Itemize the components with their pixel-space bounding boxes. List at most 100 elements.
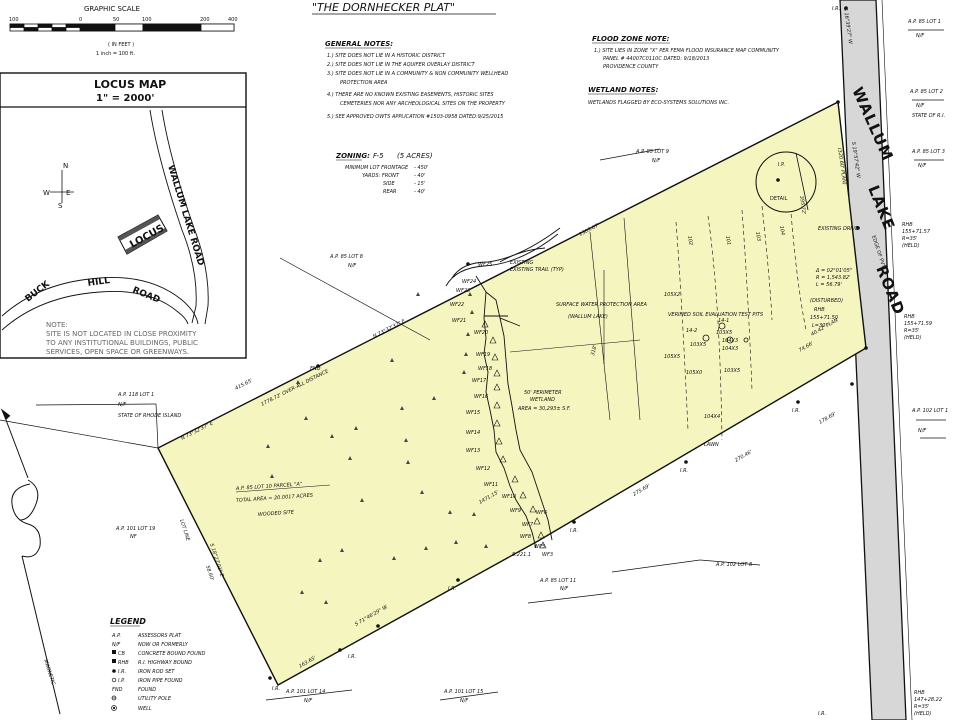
zoning-acres: (5 ACRES) bbox=[397, 152, 433, 160]
bound-label: 275.69' bbox=[632, 483, 651, 498]
locus-note-line: SERVICES, OPEN SPACE OR GREENWAYS. bbox=[46, 348, 189, 356]
site-label: LAWN bbox=[704, 442, 719, 448]
well-icon bbox=[111, 705, 117, 711]
ir-label: I.R. bbox=[570, 528, 578, 534]
scale-unit: ( IN FEET ) bbox=[108, 42, 134, 48]
test-pit-label: 103X5 bbox=[690, 342, 706, 348]
legend-code: RHB bbox=[118, 660, 129, 666]
parcel-line: WOODED SITE bbox=[258, 509, 295, 518]
locus-note-line: SITE IS NOT LOCATED IN CLOSE PROXIMITY bbox=[46, 330, 197, 338]
test-pit-label: 104X3 bbox=[722, 346, 738, 352]
graphic-scale: GRAPHIC SCALE 100 0 50 100 200 400 ( IN … bbox=[9, 5, 238, 57]
wetland-flag: WF22 bbox=[450, 302, 464, 308]
zoning-zone: F-5 bbox=[373, 152, 384, 160]
zoning-label: REAR bbox=[383, 189, 397, 195]
flood-zone-line: PROVIDENCE COUNTY bbox=[603, 64, 659, 70]
wetland-flag: WF17 bbox=[472, 378, 487, 384]
detail-circle: I.P. DETAIL bbox=[755, 151, 817, 213]
legend-desc: UTILITY POLE bbox=[138, 696, 172, 702]
zoning-value: - 40' bbox=[414, 173, 425, 179]
utility-pole-icon bbox=[111, 695, 117, 701]
test-pits: 14-1 14-2 103X5 103X5 105X5 105X2 105X0 … bbox=[664, 225, 786, 420]
abutter-label: A.P. 102 LOT 8 bbox=[715, 562, 752, 568]
bound-label: LOT LINE bbox=[178, 519, 191, 543]
trail bbox=[445, 227, 561, 287]
site-label: 50' PERIMETER bbox=[524, 390, 562, 396]
general-note-line: 3.) SITE DOES NOT LIE IN A COMMUNITY & N… bbox=[327, 71, 508, 77]
zoning-label: MINIMUM LOT FRONTAGE bbox=[345, 165, 409, 171]
ir-label: I.R. bbox=[448, 586, 456, 592]
legend-code: A.P. bbox=[111, 633, 121, 639]
general-notes: GENERAL NOTES: 1.) SITE DOES NOT LIE IN … bbox=[325, 40, 508, 120]
test-pit-label: 102 bbox=[686, 235, 694, 245]
legend-code: I.R. bbox=[118, 669, 126, 675]
parcel-line: A.P. 85 LOT 10 PARCEL "A" bbox=[235, 481, 303, 492]
site-label: EXISTING bbox=[510, 260, 534, 266]
rhb-held: (HELD) bbox=[904, 335, 922, 341]
abutter-nf: NF bbox=[130, 534, 137, 540]
parcel-boundary bbox=[157, 100, 867, 686]
locus-note-line: TO ANY INSTITUTIONAL BUILDINGS, PUBLIC bbox=[45, 339, 198, 347]
zoning-label: YARDS: FRONT bbox=[362, 173, 400, 179]
wetland-notes: WETLAND NOTES: WETLANDS FLAGGED BY ECO-S… bbox=[588, 86, 729, 106]
test-pit-label: 105X2 bbox=[664, 292, 680, 298]
wetland-flag: WF24 bbox=[462, 279, 476, 285]
wetland-boundary bbox=[475, 275, 553, 549]
test-pit-label: 104X4 bbox=[704, 414, 720, 420]
site-label: 318' bbox=[590, 344, 598, 356]
flood-zone-title: FLOOD ZONE NOTE: bbox=[592, 35, 670, 43]
legend-desc: FOUND bbox=[138, 687, 156, 693]
bound-label: 270.46' bbox=[734, 449, 753, 464]
iron-rod-markers bbox=[268, 6, 868, 680]
bound-label: 178.69' bbox=[818, 411, 837, 426]
wetland-flag: WF25 bbox=[478, 262, 492, 268]
scale-bar bbox=[9, 23, 235, 32]
legend-code: CB bbox=[118, 651, 125, 657]
wetland-flag: WF8 bbox=[520, 534, 531, 540]
legend: LEGEND A.P. ASSESSORS PLAT N/F NOW OR FO… bbox=[110, 617, 206, 712]
abutter-owner: STATE OF RHODE ISLAND bbox=[118, 413, 181, 419]
rhb-radius: R=35' bbox=[914, 704, 929, 710]
legend-title: LEGEND bbox=[110, 617, 146, 626]
compass-s: S bbox=[58, 202, 63, 210]
abutter-nf: N/F bbox=[304, 698, 312, 704]
scale-tick: 400 bbox=[228, 17, 238, 23]
locus-scale: 1" = 2000' bbox=[96, 93, 154, 104]
rhb-held: (HELD) bbox=[902, 243, 920, 249]
locus-map: LOCUS MAP 1" = 2000' N S E W WALLUM LAKE… bbox=[0, 72, 247, 359]
site-label: VERIFIED SOIL EVALUATION TEST PITS bbox=[668, 312, 764, 318]
general-note-line: 5.) SEE APPROVED OWTS APPLICATION #1503-… bbox=[327, 114, 503, 120]
tree-symbols bbox=[266, 292, 488, 604]
legend-desc: NOW OR FORMERLY bbox=[138, 642, 189, 648]
abutter-label: A.P. 102 LOT 1 bbox=[911, 408, 948, 414]
legend-code: FND bbox=[112, 687, 123, 693]
magnetic-label: MAGNETIC bbox=[42, 659, 56, 687]
rhb-value: 155+71.59 bbox=[904, 321, 932, 327]
scale-ratio: 1 inch = 100 ft. bbox=[96, 51, 135, 57]
general-note-line: 4.) THERE ARE NO KNOWN EXISTING EASEMENT… bbox=[327, 92, 494, 98]
wetland-flag: WF21 bbox=[452, 318, 466, 324]
scale-tick: 50 bbox=[113, 17, 119, 23]
abutter-label: A.P. 101 LOT 19 bbox=[115, 526, 155, 532]
test-pit-label: 104 bbox=[778, 225, 786, 235]
rhb-marks: RHB 155+71.57 R=35' (HELD) RHB 155+71.59… bbox=[902, 222, 942, 717]
parcel-line: TOTAL AREA = 20.0017 ACRES bbox=[236, 493, 314, 504]
flood-zone-line: PANEL # 44007C0110C DATED: 9/18/2013 bbox=[603, 56, 709, 62]
bound-label: S 16°39'27" W bbox=[842, 7, 853, 45]
site-label: 155+71.50 bbox=[810, 315, 838, 321]
wetland-flag: WF5 bbox=[534, 544, 545, 550]
general-note-line: 2.) SITE DOES NOT LIE IN THE AQUIFER OVE… bbox=[327, 62, 476, 68]
scale-tick: 200 bbox=[200, 17, 210, 23]
zoning-value: - 15' bbox=[414, 181, 425, 187]
test-pit-label: 103X5 bbox=[716, 330, 732, 336]
general-notes-title: GENERAL NOTES: bbox=[325, 40, 393, 48]
test-pit-label: 14-1 bbox=[718, 318, 729, 324]
wetland-flag: WF6 bbox=[536, 510, 547, 516]
abutter-nf: N/F bbox=[348, 263, 356, 269]
wetland-flag: WF13 bbox=[466, 448, 480, 454]
scale-tick: 100 bbox=[142, 17, 152, 23]
abutter-nf: N/F bbox=[652, 158, 660, 164]
general-note-line: PROTECTION AREA bbox=[340, 80, 388, 86]
test-pit-label: 103X5 bbox=[724, 368, 740, 374]
wetland-flag: WF18 bbox=[478, 366, 492, 372]
